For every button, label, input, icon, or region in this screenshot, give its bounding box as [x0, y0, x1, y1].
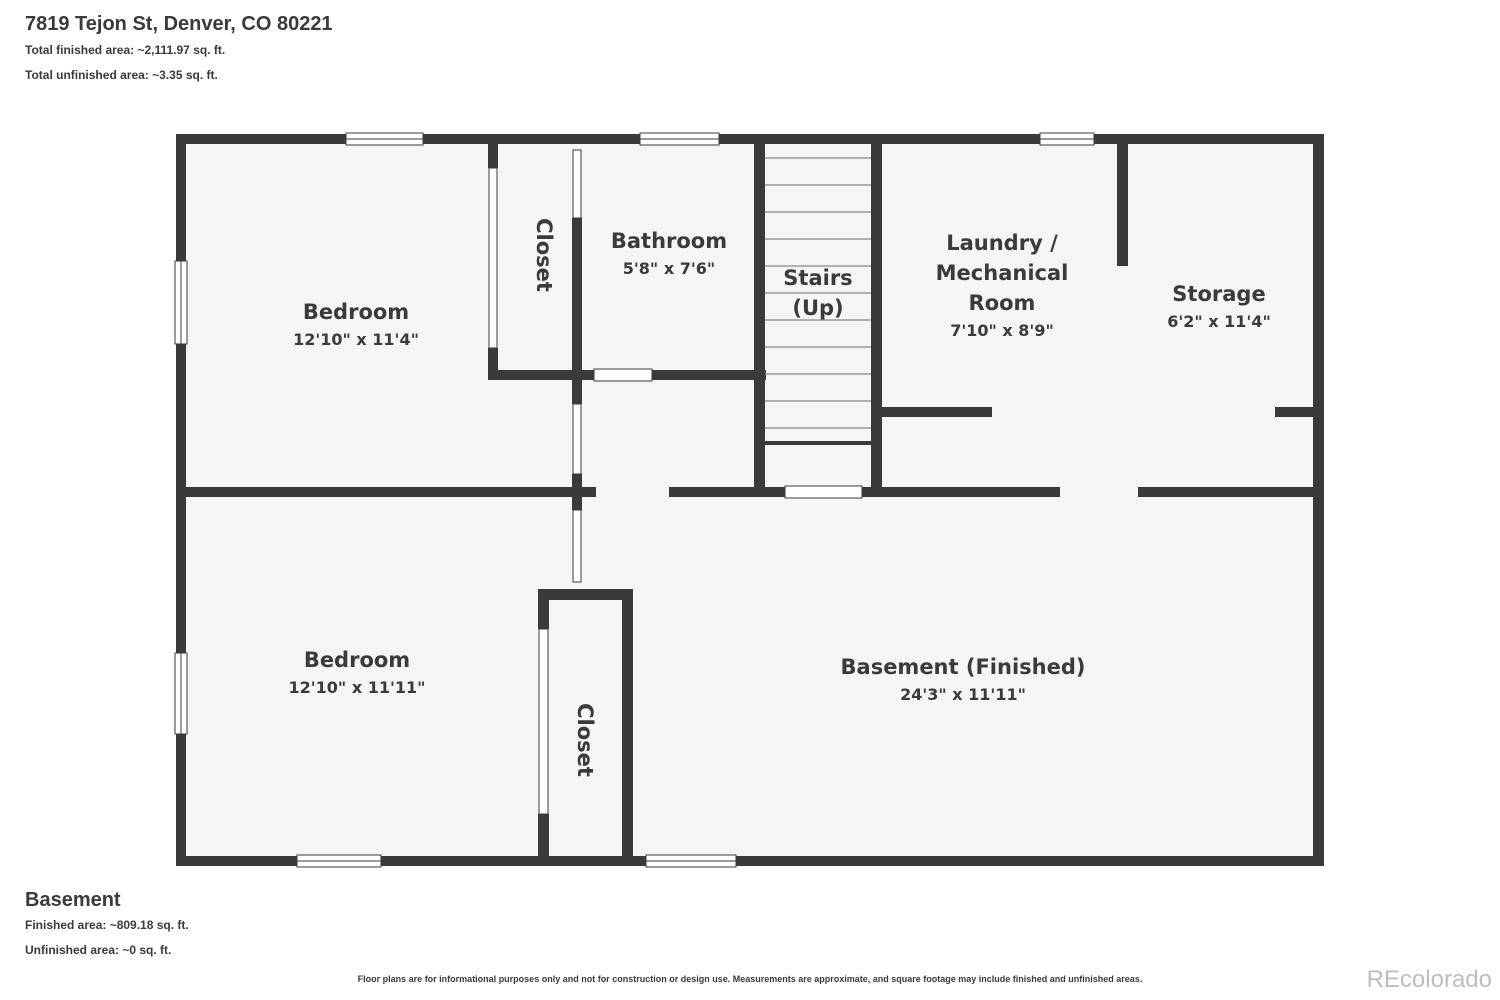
room-closet-top-name: Closet: [532, 218, 556, 292]
wall-south: [176, 856, 1324, 866]
floor-area: [180, 138, 1318, 861]
window-bathroom-north: [639, 132, 720, 146]
room-bathroom-dims: 5'8" x 7'6": [623, 259, 715, 278]
room-bedroom-top-name: Bedroom: [303, 300, 409, 324]
wall-closet-bath-divider: [572, 218, 582, 404]
window-bedroom-top-north: [345, 132, 424, 146]
door-closet-top: [488, 167, 498, 349]
wall-west: [176, 134, 186, 866]
total-unfinished-area: Total unfinished area: ~3.35 sq. ft.: [25, 68, 218, 82]
wall-bath-bottom-left: [572, 370, 594, 380]
window-bedroom-bottom-west: [174, 652, 188, 735]
door-bathroom: [593, 368, 653, 382]
window-basement-south: [645, 854, 737, 868]
room-basement-name: Basement (Finished): [841, 655, 1086, 679]
total-finished-area: Total finished area: ~2,111.97 sq. ft.: [25, 43, 226, 57]
wall-bedrooms-divider: [176, 487, 596, 497]
room-laundry-name-3: Room: [969, 291, 1036, 315]
wall-storage-stub-right: [1275, 407, 1320, 417]
floor-unfinished-area: Unfinished area: ~0 sq. ft.: [25, 943, 172, 957]
room-bathroom-name: Bathroom: [611, 229, 727, 253]
wall-storage-stub: [1117, 140, 1128, 266]
wall-laundry-stub: [876, 407, 992, 417]
disclaimer: Floor plans are for informational purpos…: [357, 974, 1143, 984]
wall-closet-bottom-top: [538, 589, 633, 600]
room-laundry-dims: 7'10" x 8'9": [950, 321, 1054, 340]
wall-closet-top-bottom: [488, 370, 583, 380]
room-storage-dims: 6'2" x 11'4": [1167, 312, 1271, 331]
window-laundry-north: [1039, 132, 1095, 146]
window-bedroom-top-west: [174, 260, 188, 345]
wall-east: [1313, 134, 1324, 866]
wall-stairs-left: [754, 140, 765, 497]
room-bedroom-bottom-dims: 12'10" x 11'11": [289, 678, 426, 697]
windows: [174, 132, 1095, 868]
stair-treads: [765, 157, 871, 429]
floor-finished-area: Finished area: ~809.18 sq. ft.: [25, 918, 189, 932]
wall-north: [176, 134, 1324, 144]
wall-closet-top-left-lower: [488, 348, 498, 380]
room-stairs-name-2: (Up): [792, 296, 843, 320]
wall-stairs-right: [871, 140, 882, 497]
stair-landing-line: [765, 441, 871, 445]
wall-mid-right: [1138, 487, 1318, 497]
brand-watermark: REcolorado: [1366, 966, 1492, 993]
window-bedroom-bottom-south: [296, 854, 382, 868]
room-bedroom-top-dims: 12'10" x 11'4": [293, 330, 419, 349]
wall-closet-top-left-upper: [488, 140, 498, 168]
wall-closet-bottom-left-lower: [538, 814, 549, 866]
door-stairs: [784, 485, 863, 499]
door-hall-lower: [572, 509, 582, 583]
property-address: 7819 Tejon St, Denver, CO 80221: [25, 13, 333, 35]
door-hall-upper: [572, 403, 582, 475]
walls: [176, 134, 1324, 866]
door-closet-bath: [572, 149, 582, 219]
room-laundry-name-2: Mechanical: [936, 261, 1069, 285]
wall-mid-center: [669, 487, 1060, 497]
room-closet-bottom-name: Closet: [573, 703, 597, 777]
room-basement-dims: 24'3" x 11'11": [900, 685, 1026, 704]
room-bedroom-bottom-name: Bedroom: [304, 648, 410, 672]
room-labels: Bedroom 12'10" x 11'4" Closet Bathroom 5…: [289, 218, 1271, 777]
floor-name: Basement: [25, 889, 121, 911]
wall-hall-junction: [572, 474, 582, 510]
room-laundry-name-1: Laundry /: [946, 231, 1058, 255]
wall-closet-bottom-right: [622, 589, 633, 866]
door-closet-bottom: [538, 628, 549, 815]
room-stairs-name-1: Stairs: [783, 266, 852, 290]
wall-closet-bottom-left-upper: [538, 589, 549, 629]
wall-bath-bottom-right: [652, 370, 766, 380]
room-storage-name: Storage: [1172, 282, 1265, 306]
